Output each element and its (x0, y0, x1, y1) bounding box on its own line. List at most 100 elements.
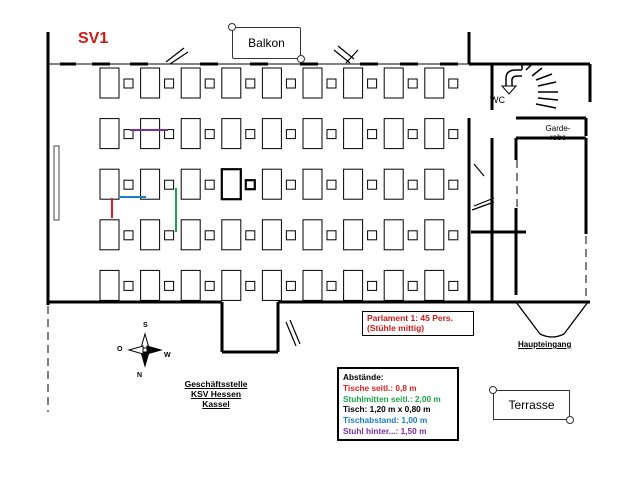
table (343, 269, 364, 301)
table (140, 219, 161, 251)
chair (285, 280, 296, 291)
table (220, 168, 242, 201)
room-title: SV1 (78, 30, 109, 47)
legend-title: Abstände: (343, 372, 384, 382)
table (180, 269, 201, 301)
table (383, 168, 404, 200)
chair (326, 129, 337, 140)
table (140, 269, 161, 301)
table (261, 67, 282, 99)
chair (448, 179, 459, 190)
chair (123, 78, 134, 89)
table (221, 118, 242, 150)
table (424, 269, 445, 301)
walls (46, 32, 592, 354)
table (383, 219, 404, 251)
compass-n: N (137, 372, 143, 379)
table (302, 67, 323, 99)
balkon-scroll: Balkon (228, 23, 305, 63)
table (140, 168, 161, 200)
table (343, 219, 364, 251)
chair (123, 179, 134, 190)
whiteboard (53, 145, 60, 221)
table (99, 67, 120, 99)
measurement-lines (111, 129, 177, 232)
table (221, 219, 242, 251)
chair (407, 129, 418, 140)
legend-item: Stuhlmitten seitl.: 2,00 m (343, 393, 441, 404)
chair (448, 78, 459, 89)
chair (367, 230, 378, 241)
chair (123, 129, 134, 140)
chair (123, 230, 134, 241)
chair (407, 230, 418, 241)
chair (204, 230, 215, 241)
chair (204, 280, 215, 291)
bottom-wall-details (285, 163, 495, 347)
chair (164, 179, 175, 190)
top-wall-windows (48, 45, 469, 66)
chair (245, 78, 256, 89)
legend-item: Tisch: 1,20 m x 0,80 m (343, 404, 431, 415)
chair (164, 230, 175, 241)
table (424, 118, 445, 150)
table (180, 168, 201, 200)
chair (326, 179, 337, 190)
table (383, 269, 404, 301)
table (302, 269, 323, 301)
chair (407, 78, 418, 89)
chair (367, 129, 378, 140)
compass-s: S (143, 322, 148, 329)
seating-grid (99, 67, 459, 301)
chair (285, 78, 296, 89)
dashed-boundaries (47, 160, 587, 412)
chair (245, 129, 256, 140)
chair (448, 129, 459, 140)
chair (123, 280, 134, 291)
chair (285, 179, 296, 190)
chair (245, 280, 256, 291)
table (221, 269, 242, 301)
table (99, 269, 120, 301)
wc-label: WC (490, 95, 505, 105)
table (302, 219, 323, 251)
table (99, 118, 120, 150)
parlament-box: Parlament 1: 45 Pers. (Stühle mittig) (362, 311, 474, 336)
table (424, 67, 445, 99)
table (180, 67, 201, 99)
chair (367, 179, 378, 190)
table (343, 168, 364, 200)
table (261, 269, 282, 301)
chair (367, 280, 378, 291)
table (261, 219, 282, 251)
chair (164, 280, 175, 291)
chair (448, 280, 459, 291)
stair-arrow-icon (500, 85, 518, 95)
table (383, 67, 404, 99)
staircase (505, 63, 559, 109)
legend-item: Stuhl hinter...: 1,50 m (343, 425, 427, 436)
compass-o: O (117, 346, 123, 353)
geschaeftsstelle-label: Geschäftsstelle KSV Hessen Kassel (184, 379, 248, 409)
haupteingang-label: Haupteingang (518, 340, 572, 349)
table (261, 118, 282, 150)
legend-item: Tischabstand: 1,00 m (343, 415, 428, 426)
chair (326, 78, 337, 89)
abstaende-legend: Abstände: Tische seitl.: 0,8 m Stuhlmitt… (337, 367, 459, 441)
table (261, 168, 282, 200)
legend-item: Tische seitl.: 0,8 m (343, 382, 417, 393)
chair (245, 230, 256, 241)
table (140, 118, 161, 150)
table (302, 168, 323, 200)
garderobe-label: Garde- robe (545, 124, 571, 143)
table (180, 118, 201, 150)
table (383, 118, 404, 150)
chair (204, 129, 215, 140)
chair (326, 230, 337, 241)
chair (285, 230, 296, 241)
chair (448, 230, 459, 241)
table (99, 219, 120, 251)
table (343, 118, 364, 150)
terrasse-scroll: Terrasse (489, 386, 574, 424)
